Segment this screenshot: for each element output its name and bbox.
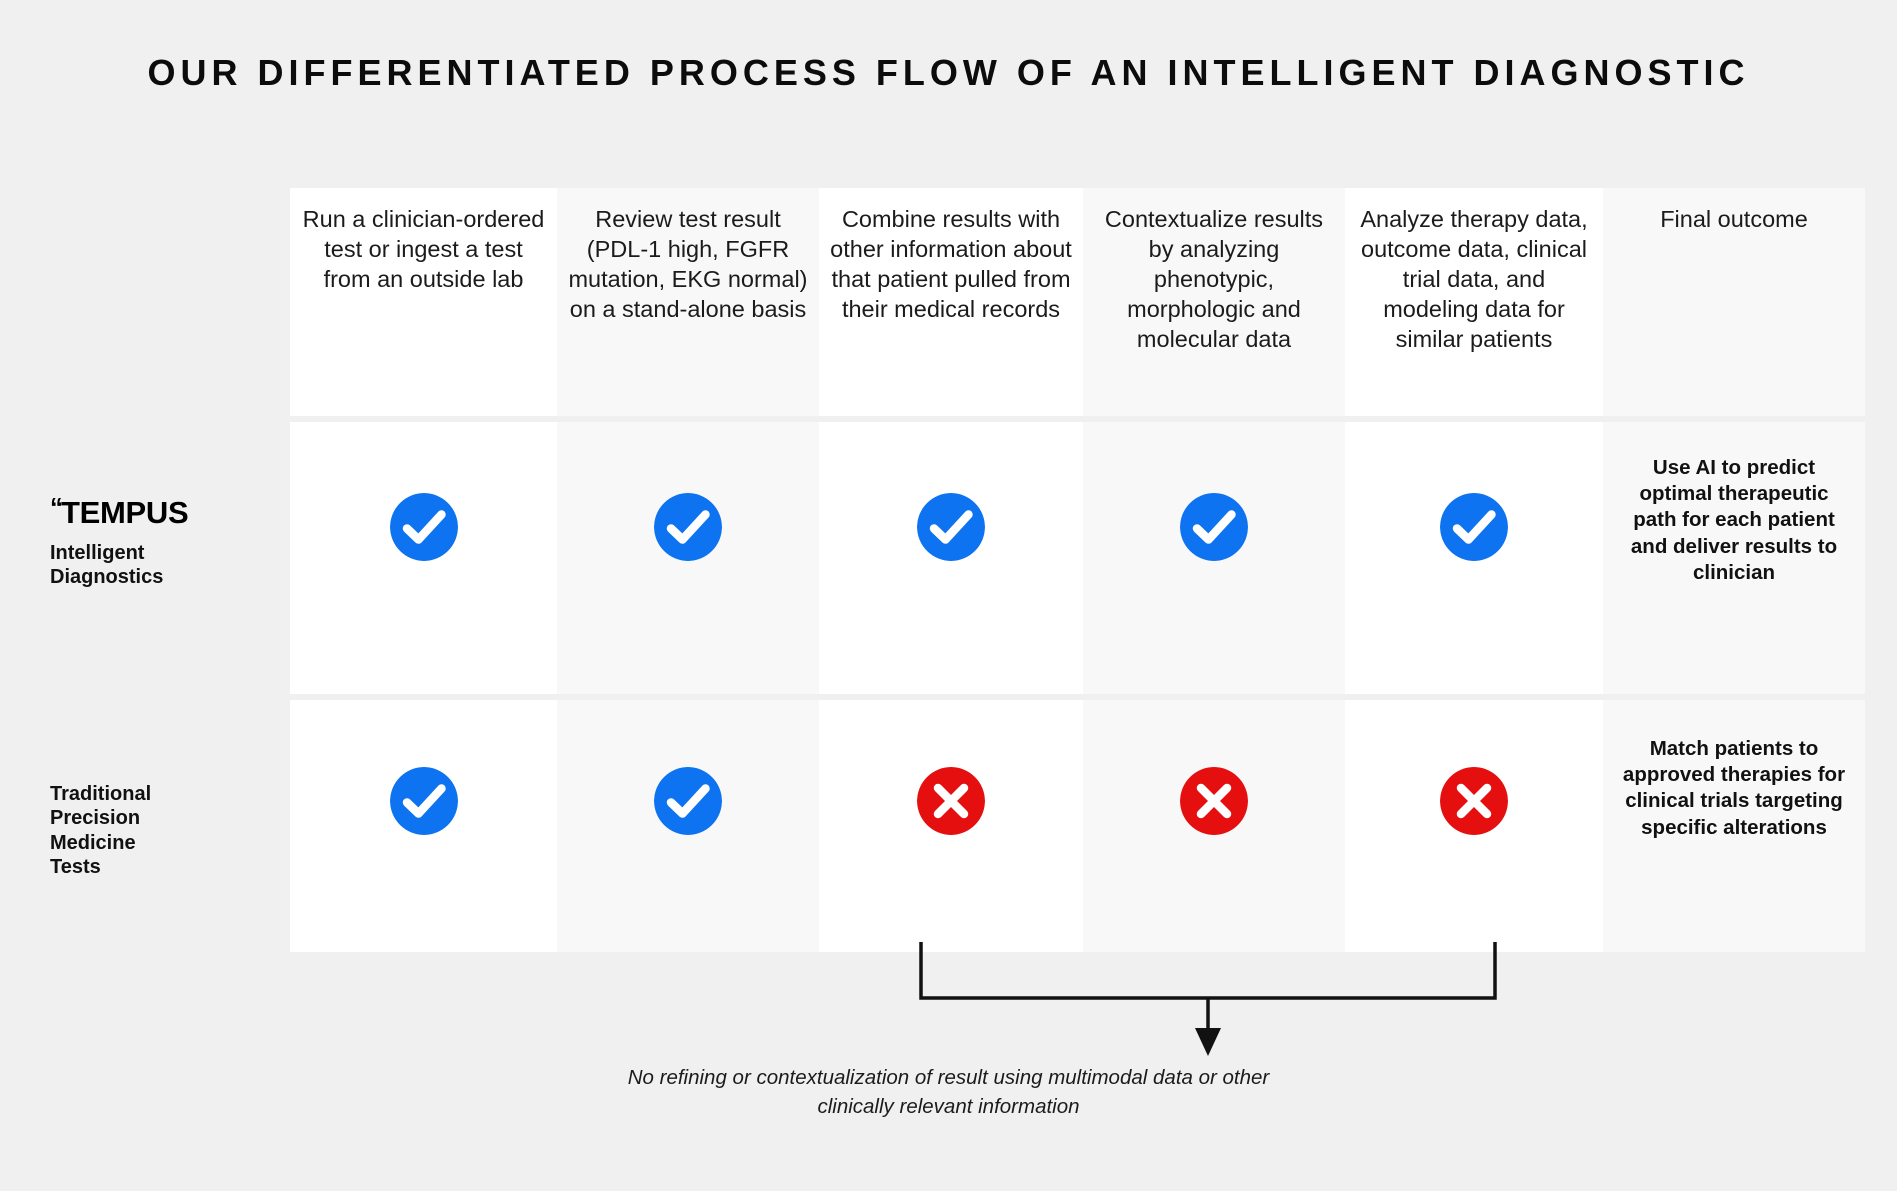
cell-tempus-1 [290,422,557,694]
column-header-1: Run a clinician-ordered test or ingest a… [290,188,557,416]
cell-traditional-5 [1345,700,1603,952]
matrix-header-row: Run a clinician-ordered test or ingest a… [290,188,1865,416]
down-arrow-icon [1195,1028,1221,1056]
x-circle-icon [1440,767,1508,835]
row-label-traditional: Traditional Precision Medicine Tests [50,782,290,880]
cell-tempus-2 [557,422,819,694]
footnote-line-2: clinically relevant information [817,1095,1080,1119]
cell-traditional-4 [1083,700,1345,952]
row-label-tempus: “TEMPUS Intelligent Diagnostics [50,494,290,590]
page-title: OUR DIFFERENTIATED PROCESS FLOW OF AN IN… [147,52,1750,93]
cell-traditional-2 [557,700,819,952]
check-circle-icon [389,767,458,835]
tempus-logo: “TEMPUS [50,494,290,528]
cell-tempus-4 [1083,422,1345,694]
check-circle-icon [917,493,985,561]
check-circle-icon [1440,493,1508,561]
cell-tempus-outcome: Use AI to predict optimal therapeutic pa… [1603,422,1865,694]
footnote-caption: No refining or contextualization of resu… [0,1063,1897,1121]
row-label-tempus-line1: Intelligent [50,542,145,564]
row-label-traditional-line3: Medicine [50,831,136,854]
x-circle-icon [917,767,985,835]
tempus-logo-mark: “ [50,492,63,522]
row-label-traditional-line4: Tests [50,856,101,879]
row-label-traditional-line1: Traditional [50,783,152,805]
cell-tempus-5 [1345,422,1603,694]
cell-traditional-1 [290,700,557,952]
check-circle-icon [654,493,722,561]
outcome-text-tempus: Use AI to predict optimal therapeutic pa… [1630,456,1838,584]
row-label-tempus-line2: Diagnostics [50,566,164,589]
column-header-6: Final outcome [1603,188,1865,416]
check-circle-icon [654,767,722,835]
cell-tempus-3 [819,422,1083,694]
column-header-3: Combine results with other information a… [819,188,1083,416]
outcome-text-traditional: Match patients to approved therapies for… [1622,737,1846,839]
row-label-tempus-sub: Intelligent Diagnostics [50,541,290,590]
check-circle-icon [389,493,458,561]
cell-traditional-outcome: Match patients to approved therapies for… [1603,700,1865,952]
check-circle-icon [1180,493,1248,561]
column-header-5: Analyze therapy data, outcome data, clin… [1345,188,1603,416]
tempus-logo-wordmark: TEMPUS [61,495,189,530]
matrix-row-traditional: Match patients to approved therapies for… [290,700,1865,952]
column-header-4: Contextualize results by analyzing pheno… [1083,188,1345,416]
matrix-row-tempus: Use AI to predict optimal therapeutic pa… [290,422,1865,694]
column-header-2: Review test result (PDL-1 high, FGFR mut… [557,188,819,416]
process-flow-matrix: Run a clinician-ordered test or ingest a… [290,188,1865,952]
row-label-traditional-line2: Precision [50,807,141,830]
x-circle-icon [1180,767,1248,835]
footnote-line-1: No refining or contextualization of resu… [627,1066,1270,1089]
cell-traditional-3 [819,700,1083,952]
